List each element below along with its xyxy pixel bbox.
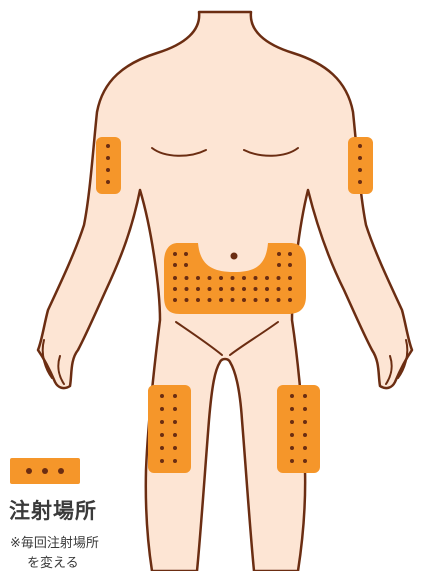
abdomen-dot xyxy=(288,276,292,280)
abdomen-dot xyxy=(277,287,281,291)
abdomen-dot xyxy=(242,287,246,291)
legend-note-line-1: ※毎回注射場所 xyxy=(10,534,99,554)
left-thigh-dot xyxy=(173,407,177,411)
right-thigh-dot xyxy=(290,407,294,411)
right-thigh-dot xyxy=(303,394,307,398)
abdomen-dot xyxy=(173,252,177,256)
abdomen-dot xyxy=(208,298,212,302)
abdomen-dot xyxy=(265,276,269,280)
right-arm-dot xyxy=(358,180,362,184)
abdomen-dot xyxy=(231,298,235,302)
left-thigh-dot xyxy=(160,407,164,411)
abdomen-dot xyxy=(277,263,281,267)
abdomen-dot xyxy=(288,298,292,302)
abdomen-dot xyxy=(231,276,235,280)
abdomen-dot xyxy=(288,287,292,291)
left-thigh-dot xyxy=(160,459,164,463)
right-thigh-dot xyxy=(303,420,307,424)
injection-zone-left-thigh xyxy=(148,385,191,473)
abdomen-dot xyxy=(277,252,281,256)
right-thigh-dot xyxy=(290,446,294,450)
right-thigh-dot xyxy=(303,433,307,437)
right-thigh-dot xyxy=(303,459,307,463)
abdomen-dot xyxy=(173,298,177,302)
abdomen-dot xyxy=(242,276,246,280)
abdomen-dot xyxy=(173,276,177,280)
injection-zone-right-thigh xyxy=(277,385,320,473)
abdomen-dot xyxy=(185,276,189,280)
abdomen-dot xyxy=(219,298,223,302)
left-arm-dot xyxy=(106,144,110,148)
left-thigh-dot xyxy=(173,394,177,398)
left-arm-dot xyxy=(106,156,110,160)
abdomen-dot xyxy=(173,287,177,291)
legend-note-line-2: を変える xyxy=(10,554,99,574)
left-arm-dot xyxy=(106,180,110,184)
abdomen-dot xyxy=(242,298,246,302)
abdomen-dot xyxy=(208,276,212,280)
abdomen-dot xyxy=(173,263,177,267)
right-arm-dot xyxy=(358,144,362,148)
abdomen-dot xyxy=(219,287,223,291)
right-thigh-dot xyxy=(290,459,294,463)
abdomen-dot xyxy=(196,276,200,280)
navel xyxy=(231,253,238,260)
abdomen-dot xyxy=(277,276,281,280)
right-thigh-dot xyxy=(290,420,294,424)
left-thigh-dot xyxy=(173,459,177,463)
abdomen-dot xyxy=(288,252,292,256)
abdomen-dot xyxy=(196,287,200,291)
right-arm-dot xyxy=(358,156,362,160)
abdomen-dot xyxy=(265,298,269,302)
left-thigh-dot xyxy=(160,394,164,398)
legend-swatch xyxy=(10,458,80,484)
abdomen-dot xyxy=(196,298,200,302)
abdomen-dot xyxy=(185,298,189,302)
right-arm-dot xyxy=(358,168,362,172)
legend-dot xyxy=(58,468,64,474)
left-thigh-dot xyxy=(173,433,177,437)
right-thigh-dot xyxy=(290,394,294,398)
abdomen-dot xyxy=(184,263,188,267)
legend-title: 注射場所 xyxy=(9,495,97,525)
abdomen-dot xyxy=(277,298,281,302)
abdomen-dot xyxy=(185,287,189,291)
abdomen-dot xyxy=(254,287,258,291)
left-thigh-dot xyxy=(173,420,177,424)
legend-dot xyxy=(42,468,48,474)
abdomen-dot xyxy=(265,287,269,291)
legend-note: ※毎回注射場所 を変える xyxy=(10,534,99,574)
right-thigh-dot xyxy=(290,433,294,437)
left-thigh-dot xyxy=(160,433,164,437)
abdomen-dot xyxy=(254,276,258,280)
right-thigh-dot xyxy=(303,407,307,411)
right-thigh-dot xyxy=(303,446,307,450)
abdomen-dot xyxy=(219,276,223,280)
abdomen-dot xyxy=(184,252,188,256)
left-thigh-dot xyxy=(160,446,164,450)
abdomen-dot xyxy=(208,287,212,291)
abdomen-dot xyxy=(254,298,258,302)
left-arm-dot xyxy=(106,168,110,172)
legend-dot xyxy=(26,468,32,474)
abdomen-dot xyxy=(231,287,235,291)
left-thigh-dot xyxy=(173,446,177,450)
left-thigh-dot xyxy=(160,420,164,424)
abdomen-dot xyxy=(288,263,292,267)
